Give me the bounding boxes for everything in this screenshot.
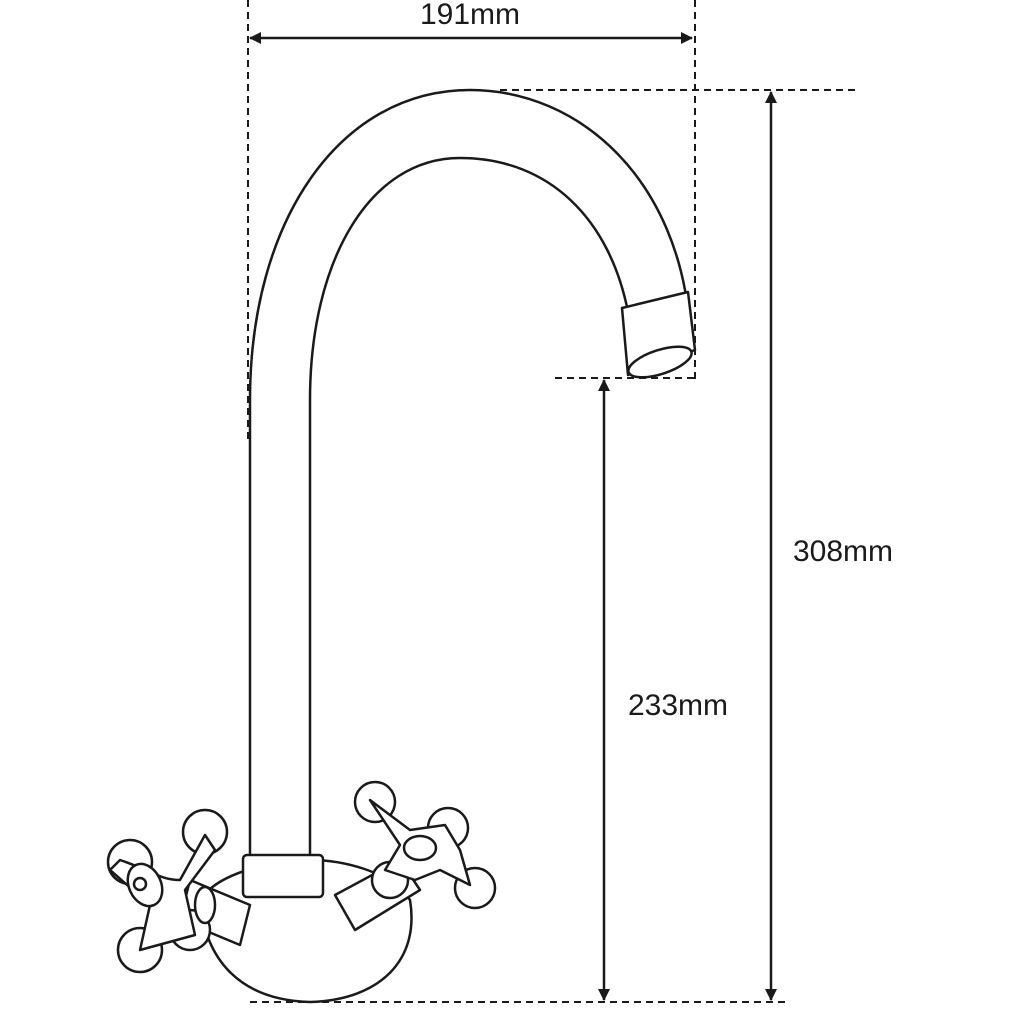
right-cross-handle bbox=[353, 780, 497, 910]
extension-lines bbox=[247, 0, 860, 1003]
clearance-label: 233mm bbox=[627, 689, 729, 722]
total-height-label: 308mm bbox=[792, 535, 894, 568]
spout bbox=[248, 88, 692, 862]
spout-collar bbox=[241, 853, 325, 899]
reach-label: 191mm bbox=[419, 0, 521, 31]
faucet bbox=[106, 88, 697, 1004]
left-cross-handle bbox=[106, 808, 229, 974]
dimension-lines bbox=[249, 32, 777, 1001]
